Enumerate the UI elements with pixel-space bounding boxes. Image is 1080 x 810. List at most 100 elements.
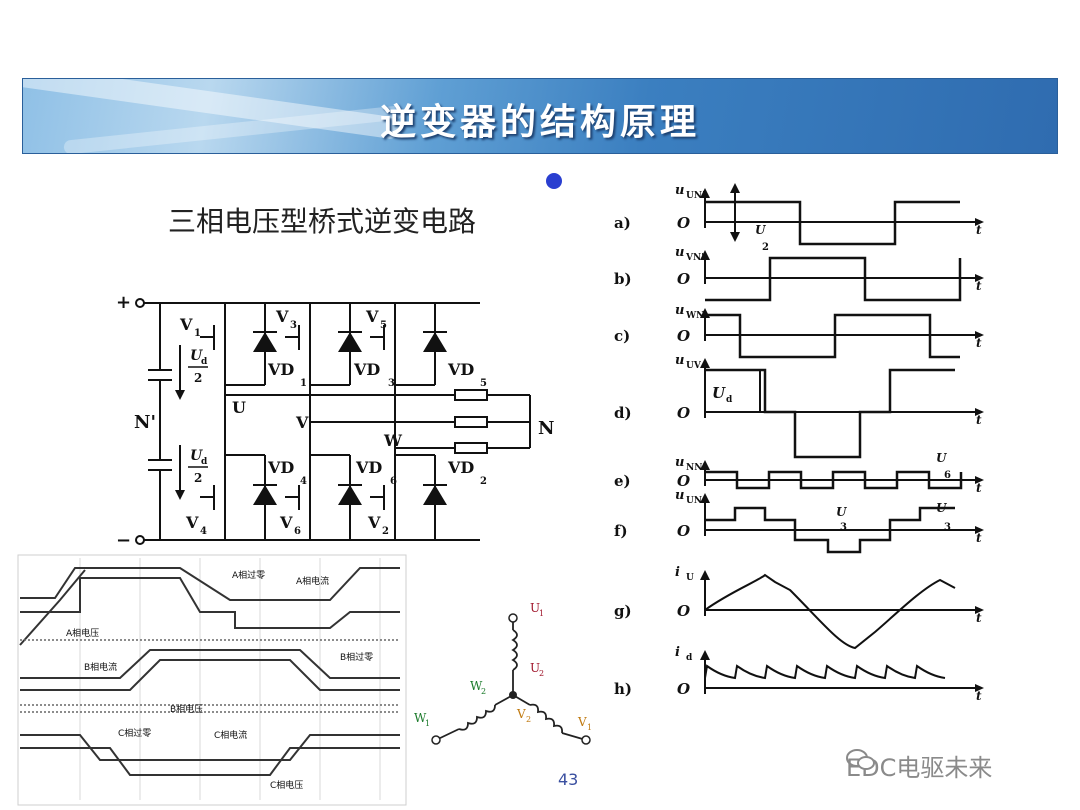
x-axis-arrow bbox=[975, 218, 984, 226]
waveform-i-u bbox=[704, 573, 956, 650]
t-axis-label: t bbox=[976, 413, 982, 427]
n-prime-label: N' bbox=[134, 412, 156, 433]
plus-terminal-label: + bbox=[116, 292, 131, 313]
y-axis-subscript: WN' bbox=[685, 311, 707, 321]
b-current-label: B相电流 bbox=[84, 661, 117, 673]
x-axis-arrow bbox=[975, 684, 984, 692]
v2-subscript: 2 bbox=[526, 715, 531, 724]
y-axis-label: u bbox=[675, 353, 684, 368]
slide-title: 逆变器的结构原理 bbox=[379, 101, 700, 143]
waveform-u-un bbox=[705, 506, 955, 554]
y-axis-arrow bbox=[700, 493, 710, 503]
switch-v1-label: V bbox=[179, 315, 193, 334]
y-axis-subscript: UN' bbox=[686, 191, 705, 201]
ud-half-bottom-subscript: d bbox=[201, 457, 208, 467]
u2-terminal-label: U bbox=[530, 661, 540, 675]
x-axis-arrow bbox=[975, 331, 984, 339]
diode-vd4-label: VD bbox=[267, 458, 294, 477]
y-axis-arrow bbox=[700, 188, 710, 198]
title-banner: 逆变器的结构原理 bbox=[22, 78, 1058, 154]
w1-subscript: 1 bbox=[425, 719, 430, 728]
w-node-label: W bbox=[383, 431, 403, 450]
v-node-label: V bbox=[295, 413, 309, 432]
switch-v2-label: V bbox=[367, 513, 381, 532]
ud-half-label: U bbox=[755, 223, 767, 237]
y-axis-arrow bbox=[700, 358, 710, 368]
y-axis-label: u bbox=[675, 455, 684, 470]
row-tag: a) bbox=[614, 214, 631, 232]
circuit-title: 三相电压型桥式逆变电路 bbox=[168, 205, 477, 238]
row-tag: h) bbox=[614, 680, 632, 698]
origin-label: O bbox=[677, 327, 690, 345]
w2-subscript: 2 bbox=[481, 687, 486, 696]
v2-terminal-label: V bbox=[516, 707, 526, 721]
y-axis-label: u bbox=[675, 488, 684, 503]
waveform-u-un-prime bbox=[705, 200, 960, 246]
b-voltage-label: B相电压 bbox=[170, 703, 203, 715]
minus-terminal-label: − bbox=[116, 530, 131, 551]
switch-v6-label: V bbox=[279, 513, 293, 532]
t-axis-label: t bbox=[976, 689, 982, 703]
a-zero-cross-label: A相过零 bbox=[232, 569, 265, 581]
row-tag: e) bbox=[614, 472, 631, 490]
v1-subscript: 1 bbox=[587, 723, 592, 732]
ud-two-thirds-label: U bbox=[836, 505, 848, 519]
diode-vd5-subscript: 5 bbox=[480, 378, 487, 389]
origin-label: O bbox=[677, 680, 690, 698]
origin-label: O bbox=[677, 214, 690, 232]
switch-v5-label: V bbox=[365, 307, 379, 326]
a-current-label: A相电流 bbox=[296, 575, 329, 587]
y-axis-subscript: UN bbox=[686, 496, 702, 506]
c-zero-cross-label: C相过零 bbox=[118, 727, 151, 739]
c-current-label: C相电流 bbox=[214, 729, 247, 741]
y-axis-subscript: NN' bbox=[686, 463, 705, 473]
diode-vd2-subscript: 2 bbox=[480, 476, 487, 487]
wechat-icon bbox=[846, 749, 875, 770]
ud-half-top-denominator: 2 bbox=[194, 371, 202, 385]
ud-half-denominator: 2 bbox=[762, 242, 769, 253]
ud-half-top-label: U bbox=[190, 348, 203, 364]
dimension-arrow-head bbox=[730, 183, 740, 193]
watermark: EDC电驱未来 bbox=[846, 748, 992, 783]
switch-v5-subscript: 5 bbox=[380, 320, 387, 331]
switch-v2-subscript: 2 bbox=[382, 526, 389, 537]
ud-half-top-subscript: d bbox=[201, 357, 208, 367]
x-axis-arrow bbox=[975, 476, 984, 484]
y-axis-subscript: UV bbox=[686, 361, 702, 371]
u2-subscript: 2 bbox=[539, 669, 544, 678]
y-axis-subscript: d bbox=[686, 653, 693, 663]
diode-vd6-label: VD bbox=[355, 458, 382, 477]
switch-v4-subscript: 4 bbox=[200, 526, 207, 537]
t-axis-label: t bbox=[976, 531, 982, 545]
diode-vd1-subscript: 1 bbox=[300, 378, 307, 389]
x-axis-arrow bbox=[975, 526, 984, 534]
y-axis-label: u bbox=[675, 303, 684, 318]
ud-third-label: U bbox=[936, 501, 948, 515]
b-zero-cross-label: B相过零 bbox=[340, 651, 373, 663]
ud-sixth-label: U bbox=[936, 451, 948, 465]
diode-vd1-label: VD bbox=[267, 360, 294, 379]
origin-label: O bbox=[677, 472, 690, 490]
x-axis-arrow bbox=[975, 274, 984, 282]
waveform-u-nn-prime bbox=[705, 470, 963, 490]
v1-terminal-label: V bbox=[577, 715, 587, 729]
t-axis-label: t bbox=[976, 481, 982, 495]
waveform-u-wn-prime bbox=[705, 313, 960, 359]
ud-third-denominator: 3 bbox=[944, 522, 951, 533]
y-axis-arrow bbox=[700, 650, 710, 660]
waveform-i-d bbox=[704, 664, 946, 680]
diode-vd4-subscript: 4 bbox=[300, 476, 307, 487]
diode-vd6-subscript: 6 bbox=[390, 476, 397, 487]
row-tag: b) bbox=[614, 270, 632, 288]
diode-vd5-label: VD bbox=[447, 360, 474, 379]
waveform-u-uv bbox=[705, 368, 955, 459]
row-tag: g) bbox=[614, 602, 632, 620]
w1-terminal-label: W bbox=[414, 711, 427, 725]
diode-vd3-subscript: 3 bbox=[388, 378, 395, 389]
t-axis-label: t bbox=[976, 336, 982, 350]
diode-vd3-label: VD bbox=[353, 360, 380, 379]
switch-v3-subscript: 3 bbox=[290, 320, 297, 331]
